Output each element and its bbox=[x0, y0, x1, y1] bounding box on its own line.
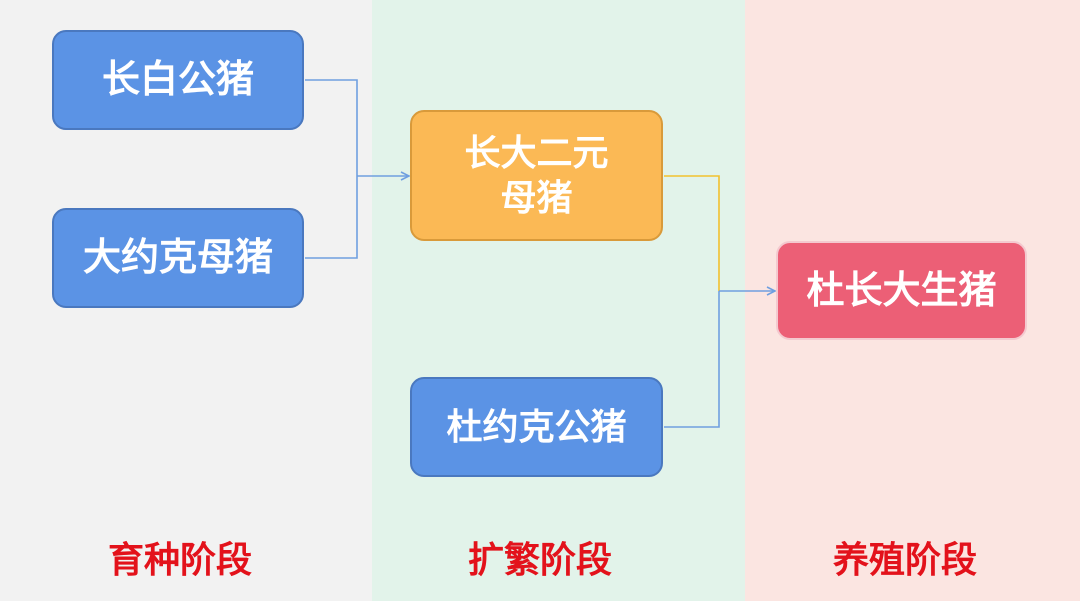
duroc-boar-label: 杜约克公猪 bbox=[446, 406, 627, 448]
dly-pig-node: 杜长大生猪 bbox=[776, 241, 1027, 340]
yorkshire-sow-label: 大约克母猪 bbox=[82, 235, 273, 280]
expansion-stage-label: 扩繁阶段 bbox=[467, 539, 612, 581]
landrace-boar-label: 长白公猪 bbox=[101, 57, 254, 102]
breeding-stage-label: 育种阶段 bbox=[107, 539, 252, 581]
duroc-boar-node: 杜约克公猪 bbox=[410, 377, 663, 477]
ly-sow-node: 长大二元 母猪 bbox=[410, 110, 663, 241]
farming-stage-label: 养殖阶段 bbox=[832, 539, 977, 581]
dly-pig-label: 杜长大生猪 bbox=[806, 267, 997, 312]
yorkshire-sow-node: 大约克母猪 bbox=[52, 208, 304, 308]
expansion-stage-panel bbox=[372, 0, 745, 601]
ly-sow-label: 长大二元 母猪 bbox=[464, 132, 609, 219]
landrace-boar-node: 长白公猪 bbox=[52, 30, 304, 130]
